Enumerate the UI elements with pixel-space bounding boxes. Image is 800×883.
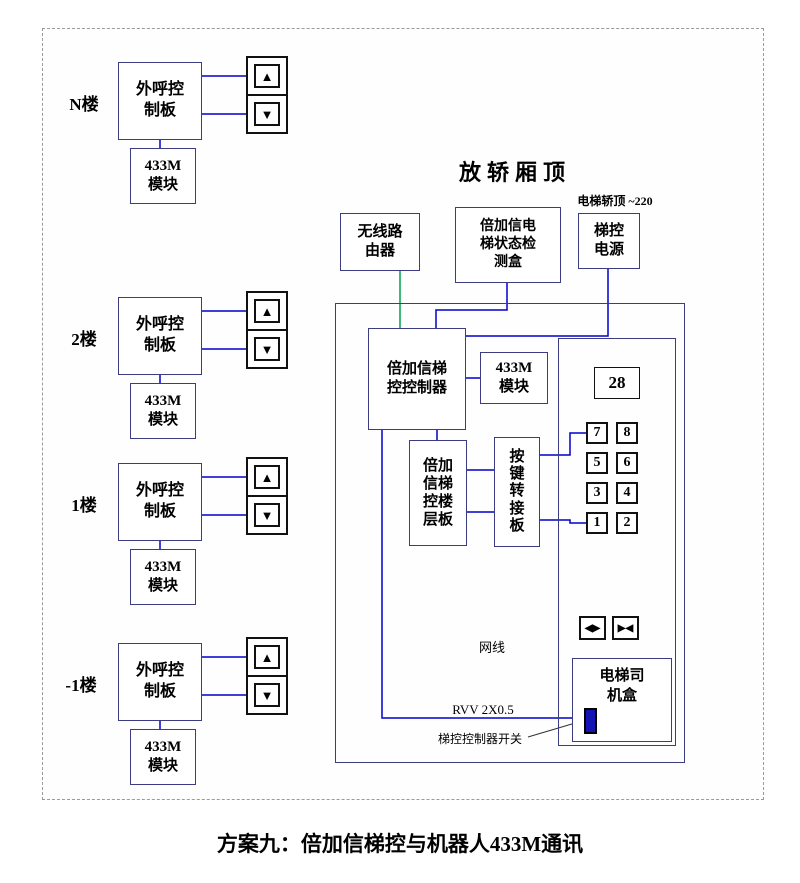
down-button-box: ▼	[246, 495, 288, 535]
module-433m-box: 433M 模块	[130, 549, 196, 605]
down-arrow-icon: ▼	[254, 337, 280, 361]
down-button-box: ▼	[246, 94, 288, 134]
down-arrow-icon: ▼	[254, 683, 280, 707]
down-arrow-icon: ▼	[254, 503, 280, 527]
down-button-box: ▼	[246, 329, 288, 369]
call-buttons: ▲ ▼	[246, 457, 288, 535]
floor-button-2: 2	[616, 512, 638, 534]
door-open-button-icon: ◀▶	[579, 616, 606, 640]
module-433m-box: 433M 模块	[130, 729, 196, 785]
floor-button-5: 5	[586, 452, 608, 474]
call-buttons: ▲ ▼	[246, 56, 288, 134]
up-button-box: ▲	[246, 291, 288, 331]
down-button-box: ▼	[246, 675, 288, 715]
floor-button-8: 8	[616, 422, 638, 444]
status-detector-box: 倍加信电 梯状态检 测盒	[455, 207, 561, 283]
up-button-box: ▲	[246, 637, 288, 677]
call-board-box: 外呼控 制板	[118, 297, 202, 375]
floor-button-6: 6	[616, 452, 638, 474]
floor-label: N楼	[69, 95, 99, 114]
module-433m-box: 433M 模块	[480, 352, 548, 404]
floor-button-3: 3	[586, 482, 608, 504]
down-arrow-icon: ▼	[254, 102, 280, 126]
power-note: 电梯轿顶 ~220	[577, 194, 653, 208]
up-button-box: ▲	[246, 56, 288, 96]
power-supply-box: 梯控 电源	[578, 213, 640, 269]
diagram-caption: 方案九：倍加信梯控与机器人433M通讯	[216, 832, 584, 856]
wireless-router-box: 无线路 由器	[340, 213, 420, 271]
floor-display: 28	[594, 367, 640, 399]
key-adapter-box: 按 键 转 接 板	[494, 437, 540, 547]
floor-button-4: 4	[616, 482, 638, 504]
call-board-box: 外呼控 制板	[118, 463, 202, 541]
module-433m-box: 433M 模块	[130, 148, 196, 204]
controller-switch	[584, 708, 597, 734]
car-top-title: 放轿厢顶	[458, 160, 571, 185]
door-close-button-icon: ▶◀	[612, 616, 639, 640]
module-433m-box: 433M 模块	[130, 383, 196, 439]
call-buttons: ▲ ▼	[246, 291, 288, 369]
floor-label: 2楼	[71, 330, 97, 349]
up-arrow-icon: ▲	[254, 299, 280, 323]
floor-label: -1楼	[65, 676, 97, 695]
floor-button-1: 1	[586, 512, 608, 534]
network-cable-label: 网线	[478, 640, 505, 655]
up-arrow-icon: ▲	[254, 465, 280, 489]
floor-board-box: 倍加 信梯 控楼 层板	[409, 440, 467, 546]
elevator-controller-box: 倍加信梯 控控制器	[368, 328, 466, 430]
floor-label: 1楼	[71, 496, 97, 515]
floor-button-7: 7	[586, 422, 608, 444]
call-board-box: 外呼控 制板	[118, 62, 202, 140]
call-board-box: 外呼控 制板	[118, 643, 202, 721]
rvv-cable-label: RVV 2X0.5	[452, 702, 514, 717]
switch-label: 梯控控制器开关	[437, 732, 522, 746]
up-button-box: ▲	[246, 457, 288, 497]
up-arrow-icon: ▲	[254, 645, 280, 669]
up-arrow-icon: ▲	[254, 64, 280, 88]
call-buttons: ▲ ▼	[246, 637, 288, 715]
